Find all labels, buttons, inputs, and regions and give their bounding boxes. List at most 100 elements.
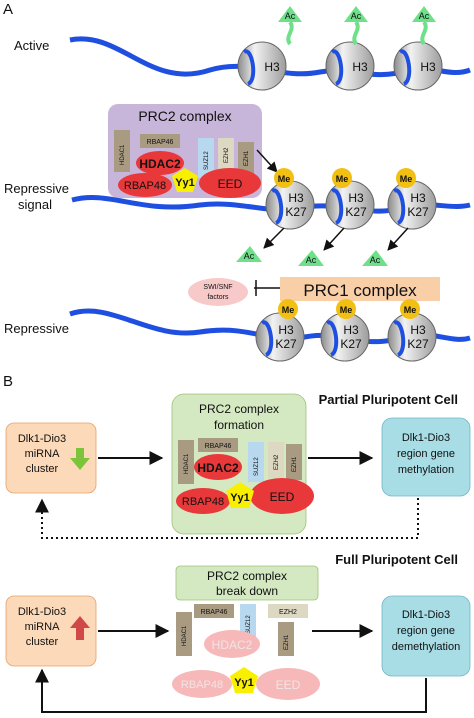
formation-label: PRC2 complex — [199, 402, 279, 416]
methylation-label-2: region gene — [397, 448, 455, 460]
methyl-tag: Me — [274, 168, 294, 188]
methylation-label-3: methylation — [398, 464, 454, 476]
repressive-label: Repressive — [4, 321, 69, 336]
active-label: Active — [14, 38, 49, 53]
ezh1-label: EZH1 — [284, 634, 290, 650]
up-arrow-icon — [70, 616, 90, 640]
rbap48-label: RBAP48 — [124, 180, 166, 192]
me-label: Me — [336, 174, 349, 184]
mirna-label: Dlk1-Dio3 — [18, 433, 66, 445]
acetyl-tag-1: Ac — [278, 6, 302, 46]
mirna-cluster-box-partial — [5, 422, 97, 494]
nucleosome-signal-1: H3 K27 — [265, 180, 315, 230]
ac-removal-arrow — [387, 227, 409, 251]
rbap46-label: RBAP46 — [201, 609, 228, 616]
h3-label: H3 — [420, 60, 436, 74]
h3-label: H3 — [352, 60, 368, 74]
acetyl-tag-3: Ac — [412, 6, 436, 46]
nucleosome-active-2: H3 — [325, 41, 375, 91]
swisnf-factors — [188, 278, 248, 306]
h3-label: H3 — [343, 323, 359, 337]
yy1-label: Yy1 — [175, 177, 195, 189]
k27-label: K27 — [407, 337, 429, 351]
me-label: Me — [282, 305, 295, 315]
ezh2-label: EZH2 — [274, 454, 280, 470]
removed-acetyl-tag: Ac — [298, 250, 324, 266]
yy1-label: Yy1 — [234, 677, 254, 689]
prc1-complex-box — [280, 277, 440, 301]
h3-label: H3 — [348, 191, 364, 205]
h3-label: H3 — [288, 191, 304, 205]
prc2-breakdown-box — [175, 565, 319, 601]
nucleosome-repressive-2: H3 K27 — [320, 312, 370, 362]
me-label: Me — [404, 305, 417, 315]
prc2-complex-title: PRC2 complex — [138, 108, 231, 124]
yy1-label: Yy1 — [230, 492, 250, 504]
ac-label: Ac — [370, 255, 381, 265]
eed-label: EED — [218, 177, 243, 191]
swisnf-label-2: factors — [207, 294, 229, 301]
removed-acetyl-tag: Ac — [362, 250, 388, 266]
prc2-complex-broken: HDAC1 RBAP46 SUZ12 EZH2 EZH1 HDAC2 RBAP4… — [172, 604, 320, 700]
breakdown-label-2: break down — [216, 584, 278, 598]
hdac1-label: HDAC1 — [120, 144, 126, 165]
repressive-signal-label-2: signal — [18, 197, 52, 212]
panel-b-label: B — [3, 373, 13, 390]
me-label: Me — [340, 305, 353, 315]
feedback-solid-arrow — [35, 668, 427, 713]
prc2-complex-b: HDAC1 RBAP46 SUZ12 EZH2 EZH1 HDAC2 RBAP4… — [176, 438, 314, 514]
rbap46-label: RBAP46 — [147, 139, 174, 146]
ac-removal-arrow — [323, 227, 345, 251]
ac-label: Ac — [351, 11, 362, 21]
methyl-tag: Me — [400, 299, 420, 319]
nucleosome-active-1: H3 — [237, 41, 287, 91]
rbap48-label: RBAP48 — [182, 496, 224, 508]
h3-label: H3 — [410, 191, 426, 205]
formation-label-2: formation — [214, 418, 264, 432]
k27-label: K27 — [340, 337, 362, 351]
ac-label: Ac — [419, 11, 430, 21]
nucleosome-repressive-1: H3 K27 — [255, 312, 305, 362]
hdac2-label: HDAC2 — [212, 638, 253, 652]
methyl-tag: Me — [332, 168, 352, 188]
feedback-dotted-arrow — [35, 498, 419, 539]
demethylation-label: Dlk1-Dio3 — [402, 609, 450, 621]
mirna-label-2: miRNA — [25, 621, 60, 633]
prc2-complex-a: HDAC1 RBAP46 SUZ12 EZH2 EZH1 HDAC2 RBAP4… — [114, 130, 261, 198]
demethylation-label-3: demethylation — [392, 641, 461, 653]
ac-label: Ac — [306, 255, 317, 265]
ac-label: Ac — [244, 251, 255, 261]
mirna-label: Dlk1-Dio3 — [18, 606, 66, 618]
removed-acetyl-tag: Ac — [236, 246, 262, 262]
methyl-tag: Me — [278, 299, 298, 319]
nucleosome-signal-3: H3 K27 — [387, 180, 437, 230]
suz12-label: SUZ12 — [204, 151, 210, 170]
me-label: Me — [278, 174, 291, 184]
h3-label: H3 — [278, 323, 294, 337]
demethylation-label-2: region gene — [397, 625, 455, 637]
gene-methylation-box — [381, 417, 471, 497]
hdac1-label: HDAC1 — [182, 625, 188, 646]
methyl-tag: Me — [396, 168, 416, 188]
rbap46-label: RBAP46 — [205, 443, 232, 450]
mirna-label-2: miRNA — [25, 448, 60, 460]
prc2-to-me-arrow — [256, 149, 278, 173]
k27-label: K27 — [285, 205, 307, 219]
suz12-label: SUZ12 — [246, 615, 252, 634]
hdac1-label: HDAC1 — [184, 453, 190, 474]
ac-removal-arrow — [263, 227, 285, 249]
acetyl-tag-2: Ac — [344, 6, 368, 46]
nucleosome-signal-2: H3 K27 — [325, 180, 375, 230]
ac-label: Ac — [285, 11, 296, 21]
nucleosome-repressive-3: H3 K27 — [387, 312, 437, 362]
k27-label: K27 — [407, 205, 429, 219]
mirna-label-3: cluster — [26, 636, 59, 648]
h3-label: H3 — [264, 60, 280, 74]
eed-label: EED — [276, 678, 301, 692]
nucleosome-active-3: H3 — [393, 41, 443, 91]
swisnf-label: SWI/SNF — [203, 284, 232, 291]
rbap48-label: RBAP48 — [181, 679, 223, 691]
repressive-signal-label: Repressive — [4, 181, 69, 196]
ezh1-label: EZH1 — [292, 456, 298, 472]
